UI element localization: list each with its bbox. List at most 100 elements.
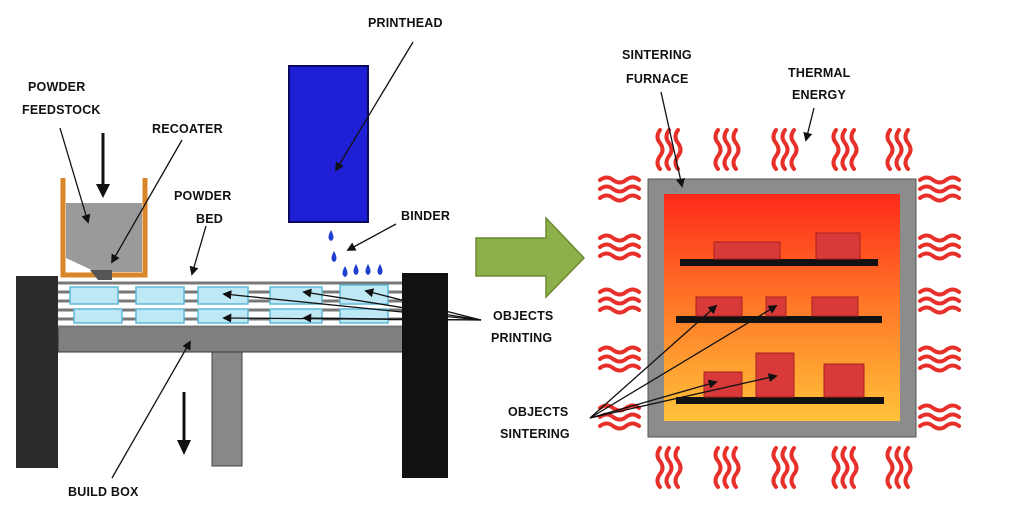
left-wall (16, 276, 58, 468)
heat-wave (598, 184, 641, 194)
heat-wave (918, 242, 961, 252)
heat-wave (598, 233, 641, 243)
build-down-arrow (177, 392, 191, 455)
heat-wave (885, 446, 895, 489)
heat-wave (664, 128, 674, 171)
label-sintering-furnace: SINTERING (622, 48, 692, 62)
label-recoater: RECOATER (152, 122, 223, 136)
label-thermal-energy: THERMAL (788, 66, 851, 80)
heat-wave (918, 175, 961, 185)
label-objects-printing: PRINTING (491, 331, 552, 345)
label-thermal-energy: ENERGY (792, 88, 846, 102)
sintered-part (811, 296, 859, 317)
heat-wave (598, 242, 641, 252)
binder-drop (328, 230, 334, 241)
heat-wave (918, 287, 961, 297)
heat-wave (840, 446, 850, 489)
heat-wave (849, 446, 859, 489)
furnace-shelf (676, 397, 884, 404)
heat-wave (918, 412, 961, 422)
heat-wave (713, 128, 723, 171)
printed-object (197, 308, 249, 324)
printed-object (73, 308, 123, 324)
label-powder-feedstock: POWDER (28, 80, 85, 94)
heat-wave (673, 128, 683, 171)
heat-wave (918, 305, 961, 315)
sintered-part (823, 363, 865, 398)
sintered-part (815, 232, 861, 260)
heat-wave (731, 128, 741, 171)
heat-wave (713, 446, 723, 489)
right-wall (402, 273, 448, 478)
binder-drops (328, 230, 383, 277)
heat-wave (918, 233, 961, 243)
heat-wave (673, 446, 683, 489)
heat-wave (789, 446, 799, 489)
heat-wave (918, 184, 961, 194)
furnace-shelf (680, 259, 878, 266)
label-build-box: BUILD BOX (68, 485, 139, 499)
heat-wave (598, 193, 641, 203)
heat-wave (598, 412, 641, 422)
heat-wave (849, 128, 859, 171)
heat-wave (903, 446, 913, 489)
heat-wave (840, 128, 850, 171)
binder-drop (365, 264, 371, 275)
heat-wave (722, 446, 732, 489)
heat-wave (655, 446, 665, 489)
heat-wave (598, 421, 641, 431)
label-objects-sintering: SINTERING (500, 427, 570, 441)
heat-wave (918, 403, 961, 413)
binder-drop (353, 264, 359, 275)
heat-wave (598, 251, 641, 261)
label-sintering-furnace: FURNACE (626, 72, 689, 86)
heat-wave (903, 128, 913, 171)
heat-wave (598, 175, 641, 185)
heat-waves (598, 128, 961, 489)
heat-wave (655, 128, 665, 171)
sintering-furnace (647, 178, 917, 438)
heat-wave (598, 305, 641, 315)
heat-wave (780, 446, 790, 489)
heat-wave (918, 296, 961, 306)
heat-wave (918, 421, 961, 431)
build-box (57, 327, 405, 353)
heat-wave (918, 363, 961, 373)
heat-wave (664, 446, 674, 489)
build-piston (211, 347, 243, 467)
furnace-shelf (676, 316, 882, 323)
sintered-parts (695, 232, 865, 398)
printhead (288, 65, 369, 223)
label-printhead: PRINTHEAD (368, 16, 443, 30)
label-powder-bed: BED (196, 212, 223, 226)
printed-object (135, 286, 185, 305)
printed-object (339, 308, 389, 324)
heat-wave (831, 128, 841, 171)
heat-wave (598, 363, 641, 373)
heat-wave (771, 446, 781, 489)
heat-wave (722, 128, 732, 171)
heat-wave (780, 128, 790, 171)
feed-down-arrow (96, 133, 110, 198)
label-binder: BINDER (401, 209, 450, 223)
heat-wave (598, 296, 641, 306)
sintered-part (695, 296, 743, 317)
binder-drop (377, 264, 383, 275)
heat-wave (598, 345, 641, 355)
process-arrow (475, 216, 586, 299)
heat-wave (598, 287, 641, 297)
binder-drop (331, 251, 337, 262)
heat-wave (918, 251, 961, 261)
printed-object (269, 308, 323, 324)
printed-object (135, 308, 185, 324)
sintered-part (755, 352, 795, 398)
labels: PRINTHEAD POWDER FEEDSTOCK RECOATER POWD… (22, 16, 851, 499)
label-powder-bed: POWDER (174, 189, 231, 203)
heat-wave (598, 354, 641, 364)
heat-wave (918, 193, 961, 203)
leader-lines-left (59, 41, 482, 479)
printed-objects (69, 284, 389, 324)
recoater-blade (90, 270, 112, 280)
binder-drop (342, 266, 348, 277)
